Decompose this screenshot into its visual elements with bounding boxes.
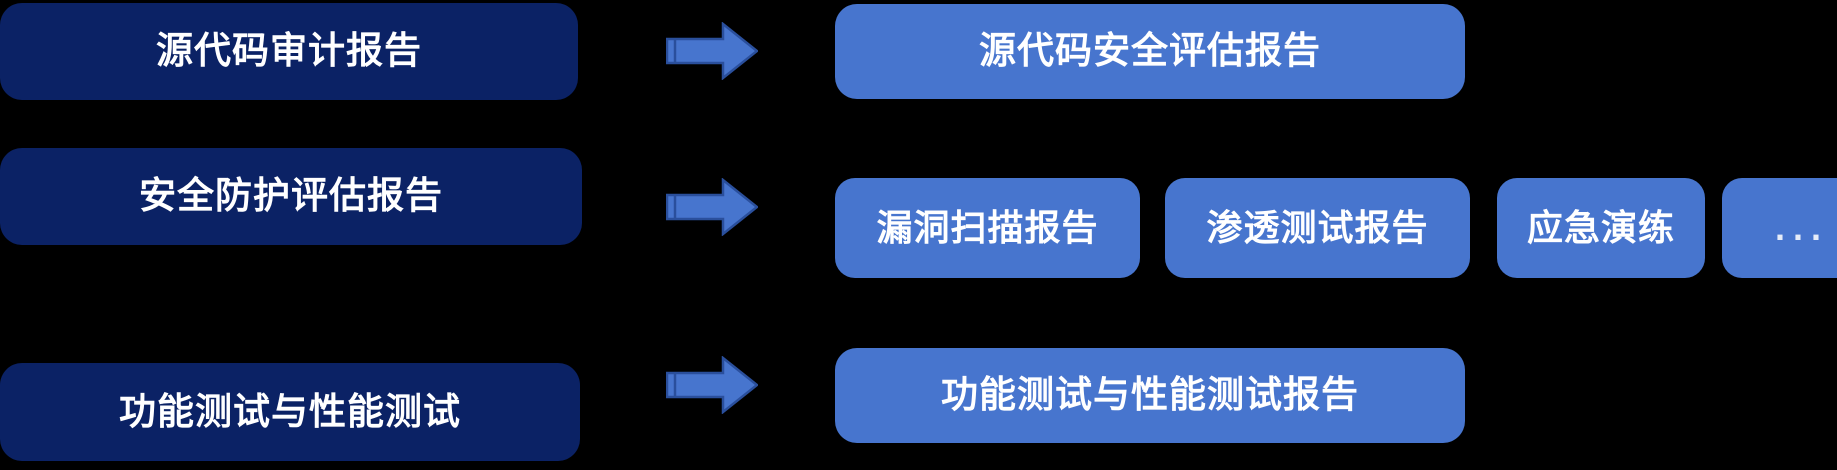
source-node-functional-and-performance-test[interactable]: 功能测试与性能测试 — [0, 363, 580, 461]
target-node-penetration-test-report[interactable]: 渗透测试报告 — [1165, 178, 1470, 278]
source-node-source-code-audit[interactable]: 源代码审计报告 — [0, 3, 578, 100]
target-node-source-code-security-assessment-report[interactable]: 源代码安全评估报告 — [835, 4, 1465, 99]
target-node-functional-and-performance-test-report[interactable]: 功能测试与性能测试报告 — [835, 348, 1465, 443]
right-arrow-icon — [666, 22, 758, 80]
target-node-more-ellipsis[interactable]: ... — [1722, 178, 1837, 278]
right-arrow-icon — [666, 178, 758, 236]
target-node-emergency-drill[interactable]: 应急演练 — [1497, 178, 1705, 278]
source-node-security-protection-assessment[interactable]: 安全防护评估报告 — [0, 148, 582, 245]
right-arrow-icon — [666, 356, 758, 414]
target-node-vulnerability-scan-report[interactable]: 漏洞扫描报告 — [835, 178, 1140, 278]
